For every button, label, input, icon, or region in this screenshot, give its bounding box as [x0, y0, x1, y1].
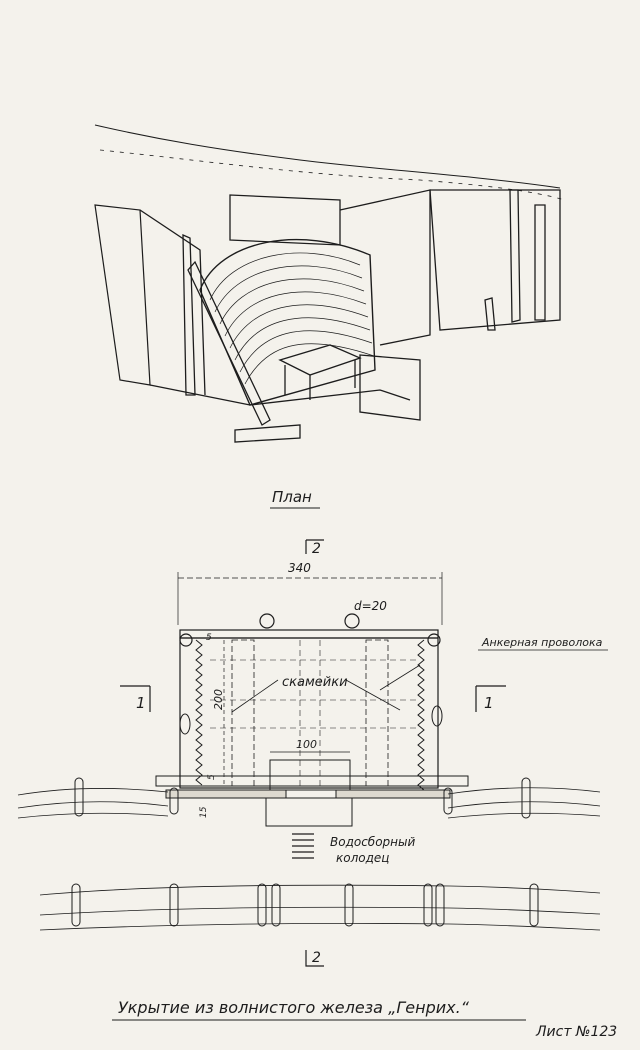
section-marker-left: 1 — [120, 685, 151, 712]
door-dimension: 100 — [296, 738, 317, 751]
side-post-right — [431, 705, 443, 727]
small-5-dimension: 5 — [207, 774, 217, 780]
front-beam-right — [335, 789, 451, 799]
lower-trench-logs — [71, 883, 539, 927]
left-corrugated-wall — [195, 639, 203, 786]
benches-label: скамейки — [282, 675, 348, 690]
width-dimension: 340 — [288, 561, 311, 575]
well-label-line1: Водосборный — [330, 835, 415, 849]
section-label-bottom: 2 — [312, 950, 321, 966]
top-beam — [179, 629, 439, 639]
right-corrugated-wall — [417, 639, 425, 791]
corner-post-right — [427, 633, 441, 647]
left-5-dimension: 5 — [206, 633, 212, 643]
plan-title: План — [272, 488, 312, 506]
shelter-outline — [179, 637, 439, 789]
door-opening — [269, 759, 351, 791]
bolt-dimension: d=20 — [354, 599, 387, 613]
sheet-number: Лист №123 — [535, 1024, 617, 1040]
section-label-top: 2 — [312, 541, 321, 557]
trench-posts-upper — [74, 777, 531, 819]
section-label-right: 1 — [484, 694, 494, 712]
side-post-left — [179, 713, 191, 735]
lower-trench-bank — [39, 884, 601, 931]
front-beam-left — [165, 789, 287, 799]
trench-bank-right — [447, 787, 601, 819]
section-marker-top: 2 — [305, 539, 324, 557]
section-marker-bottom: 2 — [305, 950, 324, 967]
top-post-2 — [344, 613, 360, 629]
bench-left — [231, 639, 255, 787]
depth-dimension: 200 — [212, 689, 225, 710]
sill-frame — [155, 775, 469, 787]
section-marker-right: 1 — [475, 685, 506, 712]
sill-dimension: 15 — [199, 806, 209, 818]
bench-right — [365, 639, 389, 787]
plan-view: 340 d=20 скамейки Анкерная проволока 200 — [17, 561, 608, 931]
drawing-caption: Укрытие из волнистого железа „Генрих.“ — [118, 998, 470, 1017]
top-post-1 — [259, 613, 275, 629]
entrance-step — [265, 797, 353, 827]
anchor-wire-label: Анкерная проволока — [481, 636, 603, 649]
benches-leader — [231, 664, 421, 713]
well-label-line2: колодец — [336, 851, 389, 865]
corner-post-left — [179, 633, 193, 647]
trench-bank-left — [17, 788, 169, 819]
shelter-perspective-illustration — [94, 124, 566, 443]
water-collecting-well — [292, 833, 314, 859]
section-label-left: 1 — [136, 694, 146, 712]
